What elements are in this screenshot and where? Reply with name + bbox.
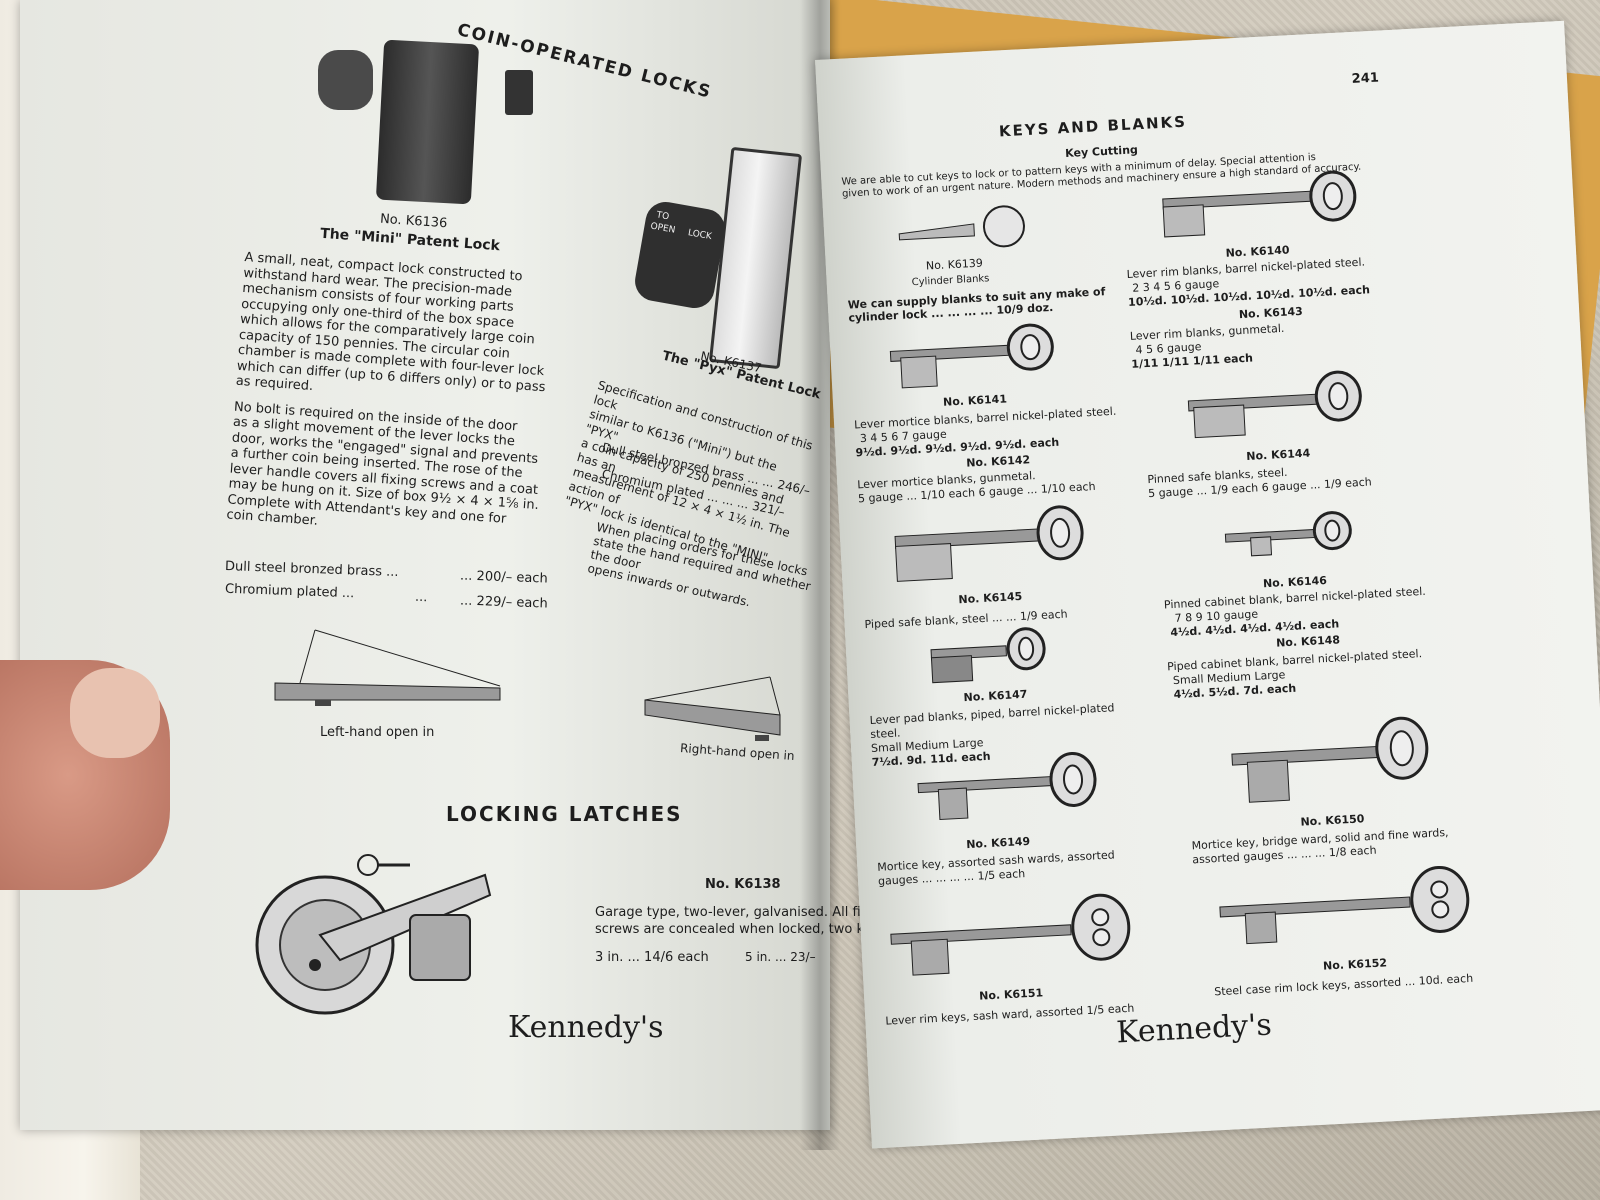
sign-lock: LOCK	[687, 228, 713, 243]
k6147-line1: Lever pad blanks, piped, barrel nickel-p…	[869, 701, 1115, 728]
k6147-key	[930, 627, 1046, 684]
k6136-title: The "Mini" Patent Lock	[319, 225, 501, 255]
k6144-number: No. K6144	[1246, 446, 1311, 463]
right-hand-diagram	[644, 676, 781, 741]
k6152-number: No. K6152	[1322, 956, 1388, 973]
latch-illustration	[255, 854, 492, 1015]
right-page-header: KEYS AND BLANKS	[998, 112, 1188, 141]
k6136-price1-label: Dull steel bronzed brass ...	[224, 558, 399, 581]
right-page: 241 KEYS AND BLANKS Key Cutting We are a…	[815, 20, 1600, 1149]
k6140-number: No. K6140	[1225, 243, 1290, 260]
k6143-number: No. K6143	[1238, 304, 1304, 322]
pyx-handle-illustration: TO OPEN LOCK	[631, 198, 729, 312]
k6140-key	[1162, 170, 1357, 238]
thumbnail	[70, 668, 160, 758]
left-hand-label: Left-hand open in	[320, 725, 435, 740]
k6136-number: No. K6136	[379, 211, 448, 232]
k6152-key	[1219, 865, 1470, 945]
lock-handle-illustration	[318, 50, 373, 110]
k6136-description: A small, neat, compact lock constructed …	[226, 250, 584, 547]
k6136-price2-value: ... 229/– each	[459, 593, 548, 612]
sign-open: OPEN	[649, 221, 676, 236]
left-page: COIN-OPERATED LOCKS No. K6136 The "Mini"…	[20, 0, 888, 1130]
locking-latches-heading: LOCKING LATCHES	[446, 802, 683, 826]
mini-lock-illustration	[375, 39, 480, 205]
cylinder-blank-key	[898, 205, 1025, 248]
pyx-lock-illustration	[708, 146, 803, 370]
k6145-number: No. K6145	[958, 589, 1023, 607]
k6143-line1: Lever rim blanks, gunmetal.	[1129, 321, 1285, 343]
k6138-line1: Garage type, two-lever, galvanised. All …	[595, 905, 889, 920]
k6150-number: No. K6150	[1300, 812, 1365, 829]
k6147-line2: steel.	[870, 726, 901, 742]
k6138-number: No. K6138	[705, 877, 781, 892]
k6146-key	[1224, 511, 1352, 557]
left-page-brand-logo: Kennedy's	[508, 1010, 664, 1045]
k6149-number: No. K6149	[965, 834, 1031, 852]
k6151-line1: Lever rim keys, sash ward, assorted 1/5 …	[885, 1001, 1135, 1028]
k6147-number: No. K6147	[963, 687, 1028, 705]
k6138-line2: screws are concealed when locked, two ke…	[595, 922, 886, 937]
k6138-price-a: 3 in. ... 14/6 each	[595, 950, 709, 965]
k6142-number: No. K6142	[965, 453, 1031, 470]
page-number: 241	[1351, 70, 1380, 87]
k6136-price1-value: ... 200/– each	[459, 568, 548, 587]
key-cutting-title: Key Cutting	[1064, 143, 1139, 161]
k6146-line1: Pinned cabinet blank, barrel nickel-plat…	[1163, 584, 1427, 612]
k6148-line1: Piped cabinet blank, barrel nickel-plate…	[1166, 647, 1423, 674]
k6141-line1: Lever mortice blanks, barrel nickel-plat…	[853, 404, 1117, 432]
k6146-number: No. K6146	[1262, 573, 1328, 591]
left-hand-diagram	[274, 629, 501, 706]
left-page-header: COIN-OPERATED LOCKS	[455, 20, 715, 103]
k6141-number: No. K6141	[942, 392, 1008, 409]
right-page-brand-logo: Kennedy's	[1115, 1007, 1273, 1051]
k6145-key	[894, 505, 1084, 582]
lock-keeper-illustration	[505, 70, 533, 115]
k6152-line1: Steel case rim lock keys, assorted ... 1…	[1213, 971, 1474, 999]
k6138-price-b: 5 in. ... 23/–	[745, 950, 816, 964]
k6139-caption: Cylinder Blanks	[911, 273, 990, 289]
k6149-key	[917, 751, 1097, 821]
sign-to: TO	[655, 210, 670, 223]
k6148-number: No. K6148	[1275, 633, 1341, 650]
k6140-line1: Lever rim blanks, barrel nickel-plated s…	[1126, 255, 1366, 281]
k6136-price2-dots: ...	[414, 589, 428, 606]
k6150-key	[1231, 716, 1429, 803]
k6151-key	[890, 893, 1131, 976]
k6144-key	[1187, 370, 1362, 439]
k6151-number: No. K6151	[978, 986, 1044, 1003]
k6141-key	[889, 323, 1054, 389]
k6136-price2-label: Chromium plated ...	[224, 581, 355, 602]
k6139-number: No. K6139	[925, 256, 984, 273]
